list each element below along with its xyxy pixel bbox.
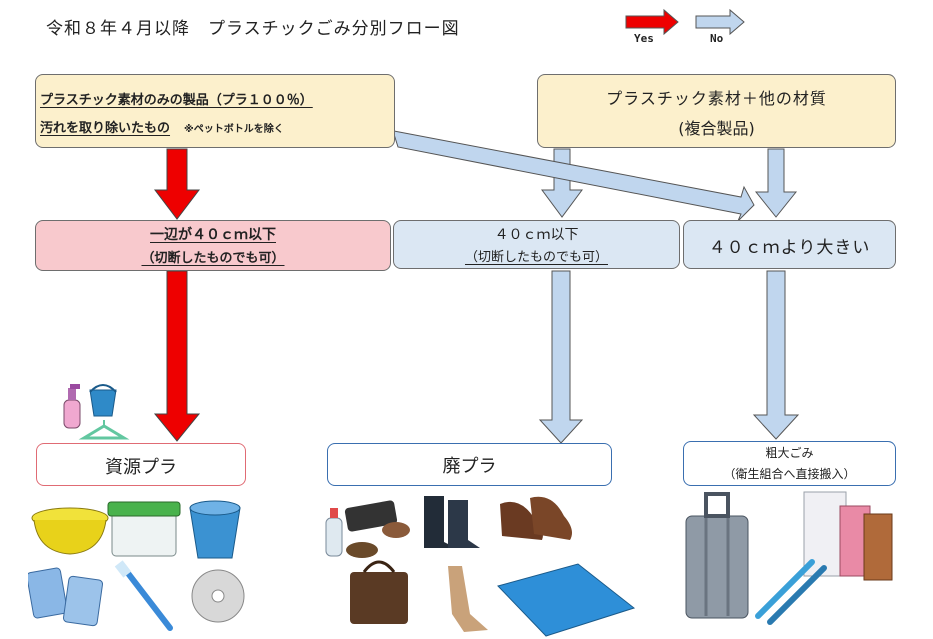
boots-icon	[424, 496, 480, 548]
no-arrow-right-to-large	[754, 148, 798, 218]
source-pure-line1: プラスチック素材のみの製品（プラ１００％）	[40, 93, 313, 108]
card-icon	[28, 567, 104, 627]
yes-arrow-bottom	[153, 270, 201, 442]
suitcase-icon	[685, 492, 749, 619]
resource-illustration-top	[63, 384, 130, 440]
bag-icon	[350, 560, 408, 624]
size-large-label: ４０ｃｍより大きい	[708, 238, 871, 258]
no-arrow-to-waste	[538, 270, 584, 444]
size-small-mixed-line1: ４０ｃｍ以下	[494, 227, 579, 243]
legend-no-label: No	[710, 32, 724, 45]
dest-bulky-line2: （衛生組合へ直接搬入）	[723, 467, 856, 481]
source-composite-line1: プラスチック素材＋他の材質	[606, 89, 827, 108]
bucket-icon	[89, 384, 117, 417]
dest-bulky: 粗大ごみ （衛生組合へ直接搬入）	[683, 441, 896, 486]
cd-icon	[191, 569, 245, 623]
no-arrow-to-bulky	[752, 270, 800, 440]
legend-no-arrow-icon	[695, 8, 745, 36]
size-small-pure: 一辺が４０ｃｍ以下 （切断したものでも可）	[35, 220, 391, 271]
sheet-icon	[497, 563, 636, 637]
waste-illustrations	[325, 496, 636, 637]
dest-resource: 資源プラ	[36, 443, 246, 486]
dest-bulky-line1: 粗大ごみ	[765, 446, 814, 460]
size-small-pure-line2: （切断したものでも可）	[141, 251, 285, 266]
no-arrow-diagonal	[392, 130, 755, 222]
ski-icon	[755, 559, 827, 625]
toothbrush-icon	[114, 560, 173, 631]
shelf-icon	[803, 491, 893, 581]
source-pure-line2: 汚れを取り除いたもの	[40, 121, 171, 136]
no-arrow-right-to-small	[541, 148, 583, 218]
dest-waste: 廃プラ	[327, 443, 612, 486]
legend-yes-label: Yes	[634, 32, 654, 45]
size-large: ４０ｃｍより大きい	[683, 220, 896, 269]
source-composite-line2: (複合製品)	[678, 119, 755, 138]
shoes-icon	[500, 496, 572, 540]
page-title: 令和８年４月以降 プラスチックごみ分別フロー図	[46, 19, 460, 39]
source-pure-note: ※ペットボトルを除く	[184, 124, 284, 135]
size-small-mixed-line2: （切断したものでも可）	[464, 250, 608, 265]
bucket-icon	[189, 500, 241, 559]
container-icon	[107, 501, 181, 557]
stockings-icon	[448, 566, 488, 632]
hanger-icon	[78, 420, 130, 440]
dest-waste-label: 廃プラ	[442, 456, 497, 477]
size-small-pure-line1: 一辺が４０ｃｍ以下	[150, 227, 276, 243]
source-pure-plastic: プラスチック素材のみの製品（プラ１００％） 汚れを取り除いたもの ※ペットボトルを…	[35, 74, 395, 148]
legend-yes-arrow-icon	[625, 8, 679, 36]
basin-icon	[31, 507, 109, 555]
source-composite: プラスチック素材＋他の材質 (複合製品)	[537, 74, 896, 148]
tray-icon	[344, 500, 410, 558]
yes-arrow-top	[153, 148, 201, 220]
bottle-icon	[63, 384, 81, 429]
bulky-illustrations	[685, 491, 893, 625]
legend	[625, 8, 745, 36]
bottle-icon	[325, 508, 343, 557]
size-small-mixed: ４０ｃｍ以下 （切断したものでも可）	[393, 220, 680, 269]
dest-resource-label: 資源プラ	[105, 457, 177, 478]
resource-illustrations	[28, 500, 245, 631]
